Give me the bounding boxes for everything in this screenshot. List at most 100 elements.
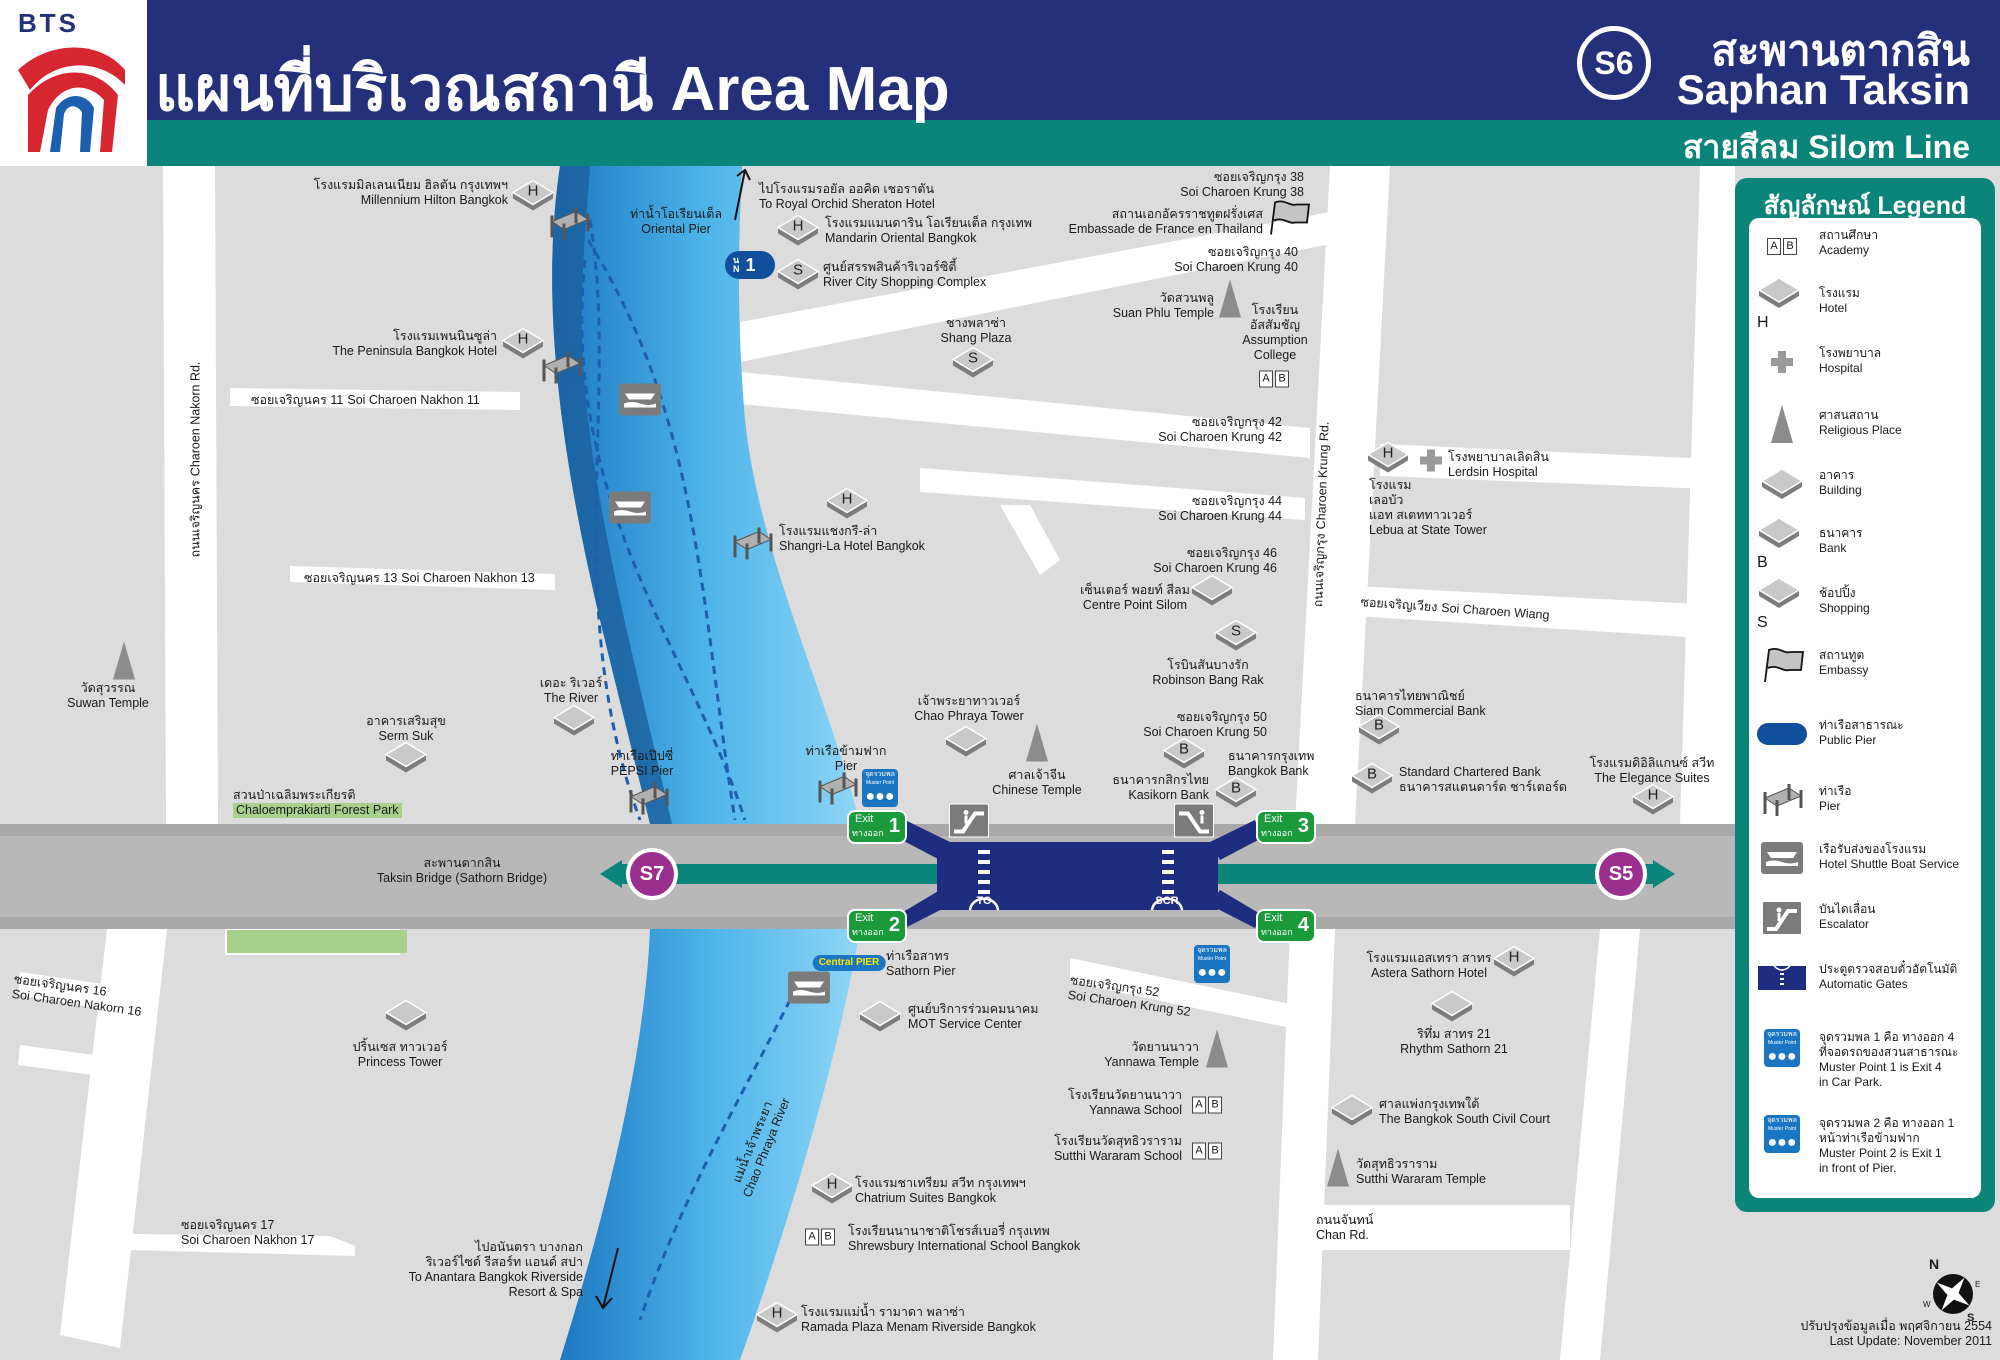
muster-text-en: Muster Point <box>865 780 895 786</box>
muster-text: จุดรวมพล <box>865 771 895 778</box>
label-english: Yannawa School <box>1089 1103 1182 1117</box>
label-english: Chao Phraya Tower <box>914 709 1024 723</box>
legend-label-thai: ศาสนสถาน <box>1819 408 1879 422</box>
label-thai: ซอยเจริญกรุง 38 <box>1213 170 1304 184</box>
label-thai: โรงเรียนวัดยานนาวา <box>1067 1088 1182 1102</box>
icon-letter: S <box>967 349 978 367</box>
label-thai: ซอยเจริญกรุง 44 <box>1191 494 1282 508</box>
label-english: To Royal Orchid Sheraton Hotel <box>759 197 935 211</box>
pier-icon[interactable] <box>729 526 775 567</box>
label-english: Charoen Nakorn Rd. <box>188 361 203 477</box>
icon-letter: S <box>1757 613 1768 631</box>
station-s5-marker[interactable]: S5 <box>1595 848 1647 900</box>
legend-label-english: Religious Place <box>1819 423 1902 437</box>
label-chan-rd: ถนนจันทน์Chan Rd. <box>1316 1213 1373 1243</box>
label-english: Rhythm Sathorn 21 <box>1400 1042 1508 1056</box>
last-update: ปรับปรุงข้อมูลเมื่อ พฤศจิกายน 2554 Last … <box>1800 1319 1992 1349</box>
pier-icon[interactable] <box>625 781 671 822</box>
label-forest-park: สวนป่าเฉลิมพระเกียรติChaloemprakiarti Fo… <box>233 788 402 818</box>
label-thai: ธนาคารสแตนดาร์ด ชาร์เตอร์ด <box>1399 780 1568 794</box>
label-english: Sutthi Wararam School <box>1053 1149 1182 1163</box>
bank-icon: B <box>1162 737 1206 775</box>
label-thai: ปริ้นเซส ทาวเวอร์ <box>352 1040 448 1054</box>
legend-public-pier-icon <box>1757 718 1807 754</box>
legend-label-thai: ธนาคาร <box>1819 526 1863 540</box>
label-thai: อาคารเสริมสุข <box>366 714 446 728</box>
pier-icon[interactable] <box>538 350 584 391</box>
bank-icon: B <box>1357 713 1401 751</box>
station-s7-marker[interactable]: S7 <box>626 848 678 900</box>
label-english: Sutthi Wararam Temple <box>1356 1172 1486 1186</box>
label-english: Suan Phlu Temple <box>1112 306 1214 320</box>
religious-place-icon <box>1326 1148 1350 1193</box>
legend-title: สัญลักษณ์ Legend <box>1763 192 1967 220</box>
icon-letter: H <box>1647 786 1659 804</box>
hospital-icon <box>1419 449 1443 478</box>
label-english: PEPSI Pier <box>610 764 674 778</box>
label-thai: วัดยานนาวา <box>1131 1040 1199 1054</box>
automatic-gates <box>978 850 1174 894</box>
label-thai: ศูนย์บริการร่วมคมนาคม <box>908 1002 1039 1016</box>
line-band <box>147 120 2000 166</box>
label-thai: ถนนเจริญกรุง <box>1311 533 1328 608</box>
label-cp-tower: เจ้าพระยาทาวเวอร์Chao Phraya Tower <box>914 694 1024 724</box>
label-english: MOT Service Center <box>908 1017 1022 1031</box>
legend-label-english: Escalator <box>1819 917 1870 931</box>
hotel-icon: H <box>776 214 820 252</box>
track-arrow-right <box>1653 860 1675 888</box>
label-english: Soi Charoen Krung 40 <box>1174 260 1298 274</box>
label-english: Sathorn Pier <box>886 964 956 978</box>
hotel-icon: H <box>511 179 555 217</box>
legend-temple-icon <box>1757 404 1807 444</box>
legend-hotel-icon: H <box>1757 276 1807 331</box>
page-title: แผนที่บริเวณสถานี Area Map <box>155 55 950 124</box>
legend-label-english: Muster Point 1 is Exit 4 in Car Park. <box>1819 1060 1942 1089</box>
icon-letter: B <box>1275 370 1289 388</box>
hotel-icon: H <box>755 1301 799 1339</box>
shopping-icon: S <box>776 258 820 296</box>
pier-icon[interactable] <box>546 206 592 247</box>
label-thai: ธนาคารกสิกรไทย <box>1112 773 1209 787</box>
legend-label-thai: ท่าเรือ <box>1819 784 1852 798</box>
legend-label-english: Academy <box>1819 243 1870 257</box>
building-icon <box>944 725 988 763</box>
exit-number: 2 <box>888 914 900 936</box>
label-english: Shangri-La Hotel Bangkok <box>779 539 925 553</box>
building-icon <box>384 741 428 779</box>
muster-text-en: Muster Point <box>1197 956 1227 962</box>
muster-text: จุดรวมพล <box>1767 1031 1797 1038</box>
label-thai: วัดสุทธิวราราม <box>1356 1157 1438 1171</box>
label-thai: ศาลเจ้าจีน <box>1008 768 1066 782</box>
pier-icon[interactable] <box>814 771 860 812</box>
label-thai: ชางพลาซ่า <box>945 316 1007 330</box>
icon-letter: B <box>1373 716 1384 734</box>
muster-text: จุดรวมพล <box>1767 1117 1797 1124</box>
river-lower <box>560 929 860 1360</box>
building-icon <box>1330 1094 1374 1132</box>
header: BTS แผนที่บริเวณสถานี Area Map S6 สะพานต… <box>0 0 2000 166</box>
central-pier-icon[interactable]: Central PIER <box>812 955 886 971</box>
legend-label-english: Muster Point 2 is Exit 1 in front of Pie… <box>1819 1146 1942 1175</box>
escalator-icon <box>1173 802 1215 843</box>
religious-place-icon <box>112 641 136 686</box>
central-pier-text: Central PIER <box>812 955 886 971</box>
label-english: River City Shopping Complex <box>823 275 987 289</box>
label-thai: ไปโรงแรมรอยัล ออคิด เชอราตัน <box>759 182 935 196</box>
